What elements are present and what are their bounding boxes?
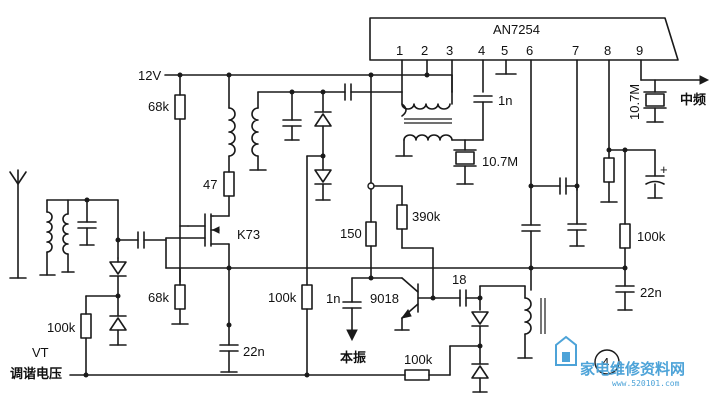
local-osc-arrow <box>346 329 358 342</box>
c-22n-right-label: 22n <box>640 285 662 300</box>
antenna-icon <box>9 169 27 279</box>
resistor-68k-top <box>174 94 186 120</box>
svg-text:+: + <box>660 162 668 177</box>
ic-name: AN7254 <box>493 22 540 37</box>
ic-pin-1: 1 <box>396 43 403 58</box>
r-100k-left-label: 100k <box>47 320 76 335</box>
varactor-mid-upper <box>314 113 332 127</box>
resistor-pin8-ground <box>603 157 615 183</box>
ic-pin-5: 5 <box>501 43 508 58</box>
watermark-url: www.520101.com <box>612 379 680 388</box>
transistor-9018 <box>394 277 461 331</box>
r-390k-label: 390k <box>412 209 441 224</box>
varactor-right-lower <box>471 365 489 379</box>
ceramic-filter-mid <box>455 151 475 165</box>
r-100k-bottom-label: 100k <box>404 352 433 367</box>
ic-pin-9: 9 <box>636 43 643 58</box>
local-osc-label: 本振 <box>340 350 366 365</box>
resistor-68k-bottom <box>174 284 186 310</box>
varactor-mid-lower <box>314 169 332 183</box>
transistor-label: 9018 <box>370 291 399 306</box>
resistor-100k-mid <box>301 284 313 310</box>
tuning-voltage-label: 调谐电压 <box>10 366 62 381</box>
inductor-input <box>46 211 53 253</box>
ic-pin-2: 2 <box>421 43 428 58</box>
resistor-100k-left <box>80 313 92 339</box>
xtal-mid-label: 10.7M <box>482 154 518 169</box>
ic-pin-8: 8 <box>604 43 611 58</box>
ic-pin-6: 6 <box>526 43 533 58</box>
c-22n-left-label: 22n <box>243 344 265 359</box>
figure-number: 4 <box>602 355 609 370</box>
inductor-osc <box>524 297 532 335</box>
r-47-label: 47 <box>203 177 217 192</box>
ic-pin-3: 3 <box>446 43 453 58</box>
fet-k73 <box>165 213 230 269</box>
fet-label: K73 <box>237 227 260 242</box>
watermark-text: 家电维修资料网 <box>580 360 685 378</box>
resistor-100k-bottom <box>404 369 430 381</box>
vt-label: VT <box>32 345 49 360</box>
inductor-interstage <box>251 107 259 157</box>
supply-label: 12V <box>138 68 161 83</box>
r-68k-bottom-label: 68k <box>148 290 169 305</box>
osc-tap-node <box>367 182 375 190</box>
varactor-left-lower <box>109 317 127 331</box>
r-68k-top-label: 68k <box>148 99 169 114</box>
if-transformer <box>395 91 466 157</box>
figure-number-circle <box>594 349 620 375</box>
r-100k-right-label: 100k <box>637 229 666 244</box>
ic-pin-7: 7 <box>572 43 579 58</box>
c-1n-mid-label: 1n <box>326 291 340 306</box>
resistor-47 <box>223 171 235 197</box>
if-output-arrow <box>699 75 710 85</box>
ic-pin-legs <box>401 59 642 226</box>
varactor-left-upper <box>109 261 127 275</box>
resistor-100k-right <box>619 223 631 249</box>
c-1n-top-label: 1n <box>498 93 512 108</box>
inductor-drain <box>228 107 236 157</box>
if-output-label: 中频 <box>680 92 706 107</box>
resistor-390k <box>396 204 408 230</box>
r-150-label: 150 <box>340 226 362 241</box>
ceramic-filter-right <box>645 93 665 107</box>
watermark-logo <box>555 335 577 366</box>
r-100k-mid-label: 100k <box>268 290 297 305</box>
ic-an7254-body <box>369 17 679 61</box>
resistor-150 <box>365 221 377 247</box>
xtal-right-label: 10.7M <box>627 84 642 120</box>
varactor-right-upper <box>471 311 489 325</box>
ic-pin-4: 4 <box>478 43 485 58</box>
c-18-label: 18 <box>452 272 466 287</box>
